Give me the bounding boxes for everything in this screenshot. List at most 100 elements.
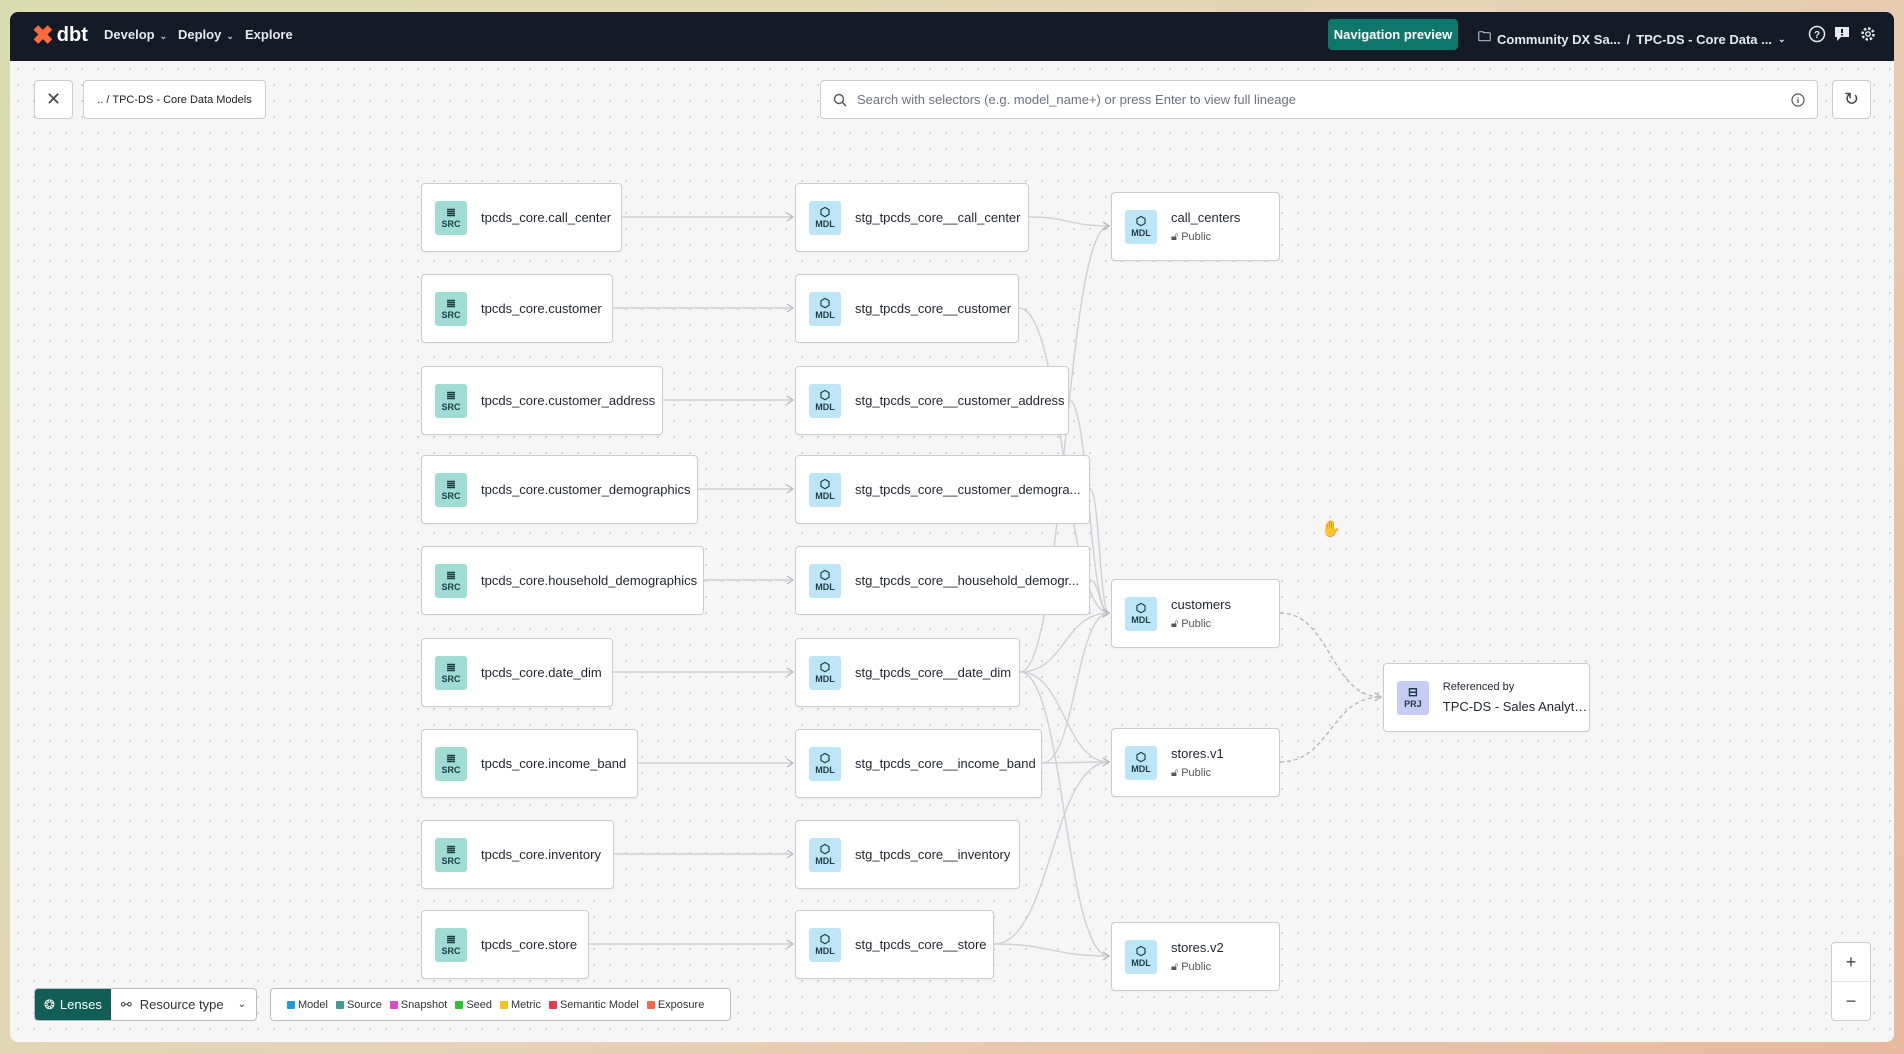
legend-swatch [389, 1000, 398, 1009]
database-icon: ≣SRC [435, 563, 467, 598]
legend-item: Exposure [646, 999, 704, 1011]
edge-arrowhead [786, 212, 795, 222]
top-nav-bar: ✖dbt Develop⌄ Deploy⌄ Explore Navigation… [10, 12, 1894, 61]
legend-item: Snapshot [389, 999, 447, 1011]
gear-icon[interactable] [1858, 25, 1878, 45]
cube-icon: ⬡MDL [809, 472, 841, 507]
nav-develop[interactable]: Develop⌄ [104, 27, 167, 42]
node-label: stg_tpcds_core__call_center [855, 210, 1021, 225]
cube-icon: ⬡MDL [809, 746, 841, 781]
legend-item: Metric [500, 999, 541, 1011]
node-label: stg_tpcds_core__inventory [855, 847, 1011, 862]
lenses-button[interactable]: ❂Lenses [35, 989, 111, 1020]
edge-arrowhead [1102, 608, 1111, 618]
zoom-out-button[interactable]: − [1845, 990, 1857, 1011]
unlock-icon: 🔓︎ [1171, 960, 1179, 973]
cube-icon: ⬡MDL [809, 200, 841, 235]
node-label: stg_tpcds_core__income_band [855, 756, 1036, 771]
node-label: stg_tpcds_core__date_dim [855, 665, 1012, 680]
folder-icon: 🗀 [1478, 29, 1492, 44]
node-caption: Referenced by [1442, 681, 1515, 693]
edge-arrowhead [786, 575, 795, 585]
database-icon: ≣SRC [435, 383, 467, 418]
edge-arrowhead [1102, 757, 1111, 767]
feedback-icon[interactable] [1832, 25, 1852, 45]
database-icon: ≣SRC [435, 837, 467, 872]
legend-item: Seed [455, 999, 492, 1011]
nav-explore[interactable]: Explore [245, 27, 293, 42]
info-icon[interactable] [1791, 92, 1805, 107]
help-icon[interactable]: ? [1807, 25, 1827, 45]
edge-arrowhead [1102, 221, 1111, 231]
dbt-logo-icon: ✖ [32, 20, 54, 50]
lens-icon: ❂ [44, 996, 55, 1012]
node-label: customers [1171, 596, 1231, 612]
search-bar[interactable] [820, 80, 1818, 119]
edge-arrowhead [786, 395, 795, 405]
search-input[interactable] [857, 92, 1781, 107]
cube-icon: ⬡MDL [809, 837, 841, 872]
dbt-logo[interactable]: ✖dbt [32, 22, 88, 48]
lenses-control[interactable]: ❂Lenses ⚯Resource type⌄ [34, 988, 257, 1021]
chevron-down-icon: ⌄ [159, 31, 168, 41]
zoom-in-button[interactable]: + [1832, 943, 1870, 982]
refresh-button[interactable]: ↻ [1832, 80, 1871, 119]
resource-type-label: Resource type [139, 997, 224, 1012]
unlock-icon: 🔓︎ [1171, 766, 1179, 779]
resource-type-select[interactable]: ⚯Resource type⌄ [111, 989, 256, 1020]
lineage-node-mdl[interactable]: ⬡MDL stg_tpcds_core__inventory [795, 820, 1020, 889]
lineage-node-mdl[interactable]: ⬡MDL stg_tpcds_core__call_center [795, 183, 1029, 252]
cube-icon: ⬡MDL [1125, 209, 1157, 244]
separator: / [1626, 31, 1631, 47]
project-breadcrumb[interactable]: 🗀 Community DX Sa... / TPC-DS - Core Dat… [1478, 28, 1786, 50]
breadcrumb[interactable]: .. / TPC-DS - Core Data Models [83, 80, 266, 119]
navigation-preview-button[interactable]: Navigation preview [1328, 19, 1458, 50]
node-label: tpcds_core.store [481, 937, 578, 952]
node-label: tpcds_core.call_center [481, 210, 612, 225]
cube-icon: ⬡MDL [809, 927, 841, 962]
cross-project-edge [1279, 696, 1382, 763]
cube-icon: ⬡MDL [1125, 939, 1157, 974]
close-button[interactable]: ✕ [34, 80, 73, 119]
node-label: stg_tpcds_core__customer [855, 301, 1012, 316]
legend-item: Model [287, 999, 328, 1011]
legend-swatch [287, 1000, 295, 1009]
logo-text: dbt [56, 23, 88, 46]
edge-arrowhead [786, 939, 795, 949]
nav-deploy[interactable]: Deploy⌄ [178, 27, 234, 42]
legend-swatch [335, 1000, 344, 1009]
account-name[interactable]: Community DX Sa... [1497, 31, 1621, 47]
lineage-edge [1089, 488, 1110, 614]
zoom-controls: + − [1831, 942, 1871, 1021]
access-badge: 🔓︎ Public [1171, 766, 1212, 779]
lineage-node-mdl[interactable]: ⬡MDL stg_tpcds_core__income_band [795, 729, 1042, 798]
access-badge: 🔓︎ Public [1171, 617, 1212, 630]
lineage-edge [1019, 612, 1110, 673]
search-icon [833, 93, 847, 106]
edge-arrowhead [786, 667, 795, 677]
edge-arrowhead [1102, 608, 1111, 618]
project-name[interactable]: TPC-DS - Core Data ... [1636, 31, 1772, 47]
node-label: stores.v2 [1171, 939, 1224, 955]
